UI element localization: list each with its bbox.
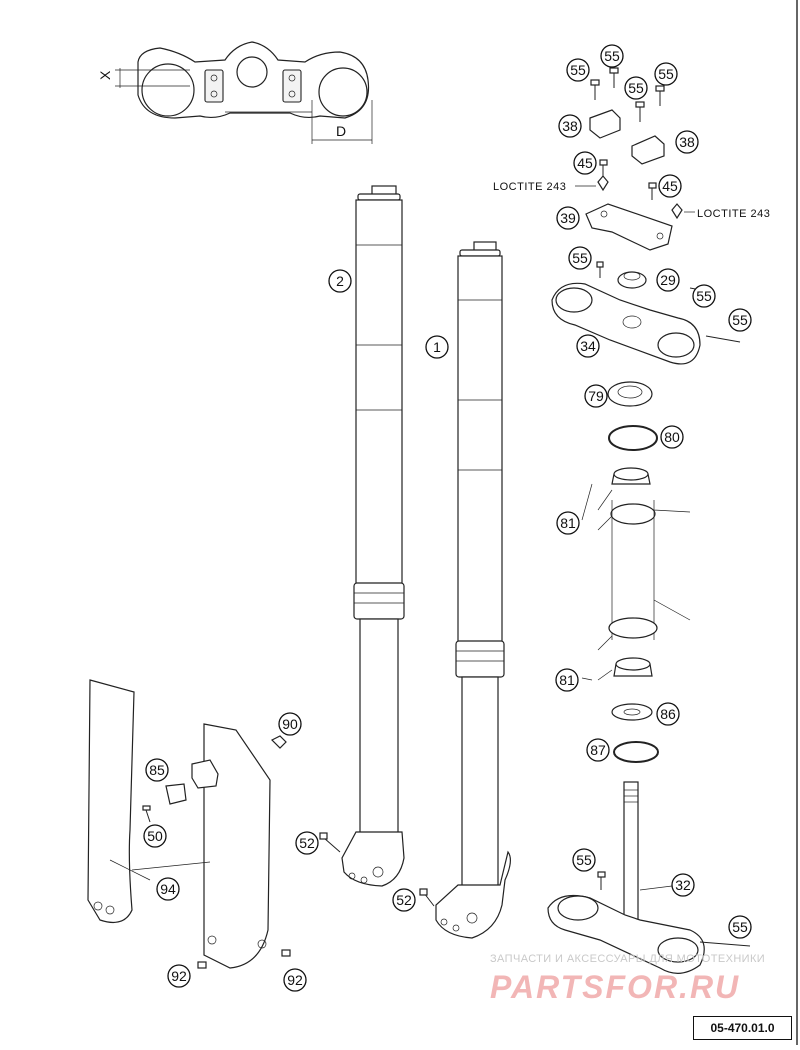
callout-29: 29 xyxy=(656,268,680,292)
svg-text:2: 2 xyxy=(336,273,344,289)
callout-38-b: 38 xyxy=(675,130,699,154)
callout-55-a: 55 xyxy=(566,58,590,82)
callout-92-b: 92 xyxy=(283,968,307,992)
svg-text:92: 92 xyxy=(287,972,303,988)
callout-55-i: 55 xyxy=(728,915,752,939)
callout-2: 2 xyxy=(328,269,352,293)
svg-text:55: 55 xyxy=(576,852,592,868)
svg-text:79: 79 xyxy=(588,388,604,404)
handlebar-mount-39 xyxy=(585,203,673,251)
watermark-brand: PARTSFOR.RU xyxy=(490,969,740,1005)
callout-55-e: 55 xyxy=(568,246,592,270)
o-ring-80 xyxy=(608,425,658,451)
svg-text:80: 80 xyxy=(664,429,680,445)
svg-text:81: 81 xyxy=(560,515,576,531)
callout-55-g: 55 xyxy=(728,308,752,332)
svg-text:55: 55 xyxy=(628,80,644,96)
svg-text:39: 39 xyxy=(560,210,576,226)
callout-81-a: 81 xyxy=(556,511,580,535)
callout-38-a: 38 xyxy=(558,114,582,138)
svg-text:81: 81 xyxy=(559,672,575,688)
callout-45-b: 45 xyxy=(658,174,682,198)
svg-text:55: 55 xyxy=(604,48,620,64)
loctite-label-right: LOCTITE 243 xyxy=(697,208,770,220)
o-ring-87 xyxy=(613,741,659,763)
svg-text:52: 52 xyxy=(299,835,315,851)
svg-text:55: 55 xyxy=(732,919,748,935)
callout-85: 85 xyxy=(145,758,169,782)
svg-text:86: 86 xyxy=(660,706,676,722)
handlebar-clamp-38-left xyxy=(589,109,621,139)
watermark-tagline: ЗАПЧАСТИ И АКСЕССУАРЫ ДЛЯ МОТОТЕХНИКИ xyxy=(490,953,765,965)
seal-86 xyxy=(611,703,653,721)
svg-text:29: 29 xyxy=(660,272,676,288)
callout-55-f: 55 xyxy=(692,284,716,308)
callout-55-h: 55 xyxy=(572,848,596,872)
callout-55-b: 55 xyxy=(600,44,624,68)
svg-text:32: 32 xyxy=(675,877,691,893)
svg-text:34: 34 xyxy=(580,338,596,354)
callout-1: 1 xyxy=(425,335,449,359)
svg-text:55: 55 xyxy=(732,312,748,328)
svg-text:50: 50 xyxy=(147,828,163,844)
callout-45-a: 45 xyxy=(573,151,597,175)
callout-92-a: 92 xyxy=(167,964,191,988)
svg-text:55: 55 xyxy=(696,288,712,304)
svg-text:45: 45 xyxy=(662,178,678,194)
callout-52-b: 52 xyxy=(392,888,416,912)
bolt-set-top xyxy=(590,67,665,122)
callout-50: 50 xyxy=(143,824,167,848)
loctite-label-left: LOCTITE 243 xyxy=(493,181,566,193)
svg-text:1: 1 xyxy=(433,339,441,355)
lower-triple-clamp-32 xyxy=(547,781,751,974)
callout-86: 86 xyxy=(656,702,680,726)
svg-text:52: 52 xyxy=(396,892,412,908)
fork-leg-2 xyxy=(341,185,405,887)
callout-79: 79 xyxy=(584,384,608,408)
fork-guard-right xyxy=(203,723,271,969)
callout-52-a: 52 xyxy=(295,831,319,855)
svg-text:55: 55 xyxy=(658,66,674,82)
callout-39: 39 xyxy=(556,206,580,230)
svg-text:55: 55 xyxy=(570,62,586,78)
callout-55-c: 55 xyxy=(624,76,648,100)
callout-80: 80 xyxy=(660,425,684,449)
fork-guard-left xyxy=(87,679,135,923)
callout-55-d: 55 xyxy=(654,62,678,86)
callout-81-b: 81 xyxy=(555,668,579,692)
diagram-code: 05-470.01.0 xyxy=(693,1016,792,1040)
callout-34: 34 xyxy=(576,334,600,358)
svg-text:55: 55 xyxy=(572,250,588,266)
dust-seal-79 xyxy=(607,381,653,407)
svg-text:90: 90 xyxy=(282,716,298,732)
svg-text:94: 94 xyxy=(160,881,176,897)
svg-text:85: 85 xyxy=(149,762,165,778)
callout-90: 90 xyxy=(278,712,302,736)
triple-clamp-top-view: X D xyxy=(97,41,373,144)
svg-text:92: 92 xyxy=(171,968,187,984)
handlebar-clamp-38-right xyxy=(631,135,665,165)
svg-text:45: 45 xyxy=(577,155,593,171)
fork-leg-1 xyxy=(435,241,511,939)
callout-87: 87 xyxy=(586,738,610,762)
callout-94: 94 xyxy=(156,877,180,901)
dimension-d-label: D xyxy=(336,123,346,139)
svg-text:38: 38 xyxy=(679,134,695,150)
svg-text:87: 87 xyxy=(590,742,606,758)
svg-text:38: 38 xyxy=(562,118,578,134)
dimension-x-label: X xyxy=(97,70,113,80)
callout-32: 32 xyxy=(671,873,695,897)
